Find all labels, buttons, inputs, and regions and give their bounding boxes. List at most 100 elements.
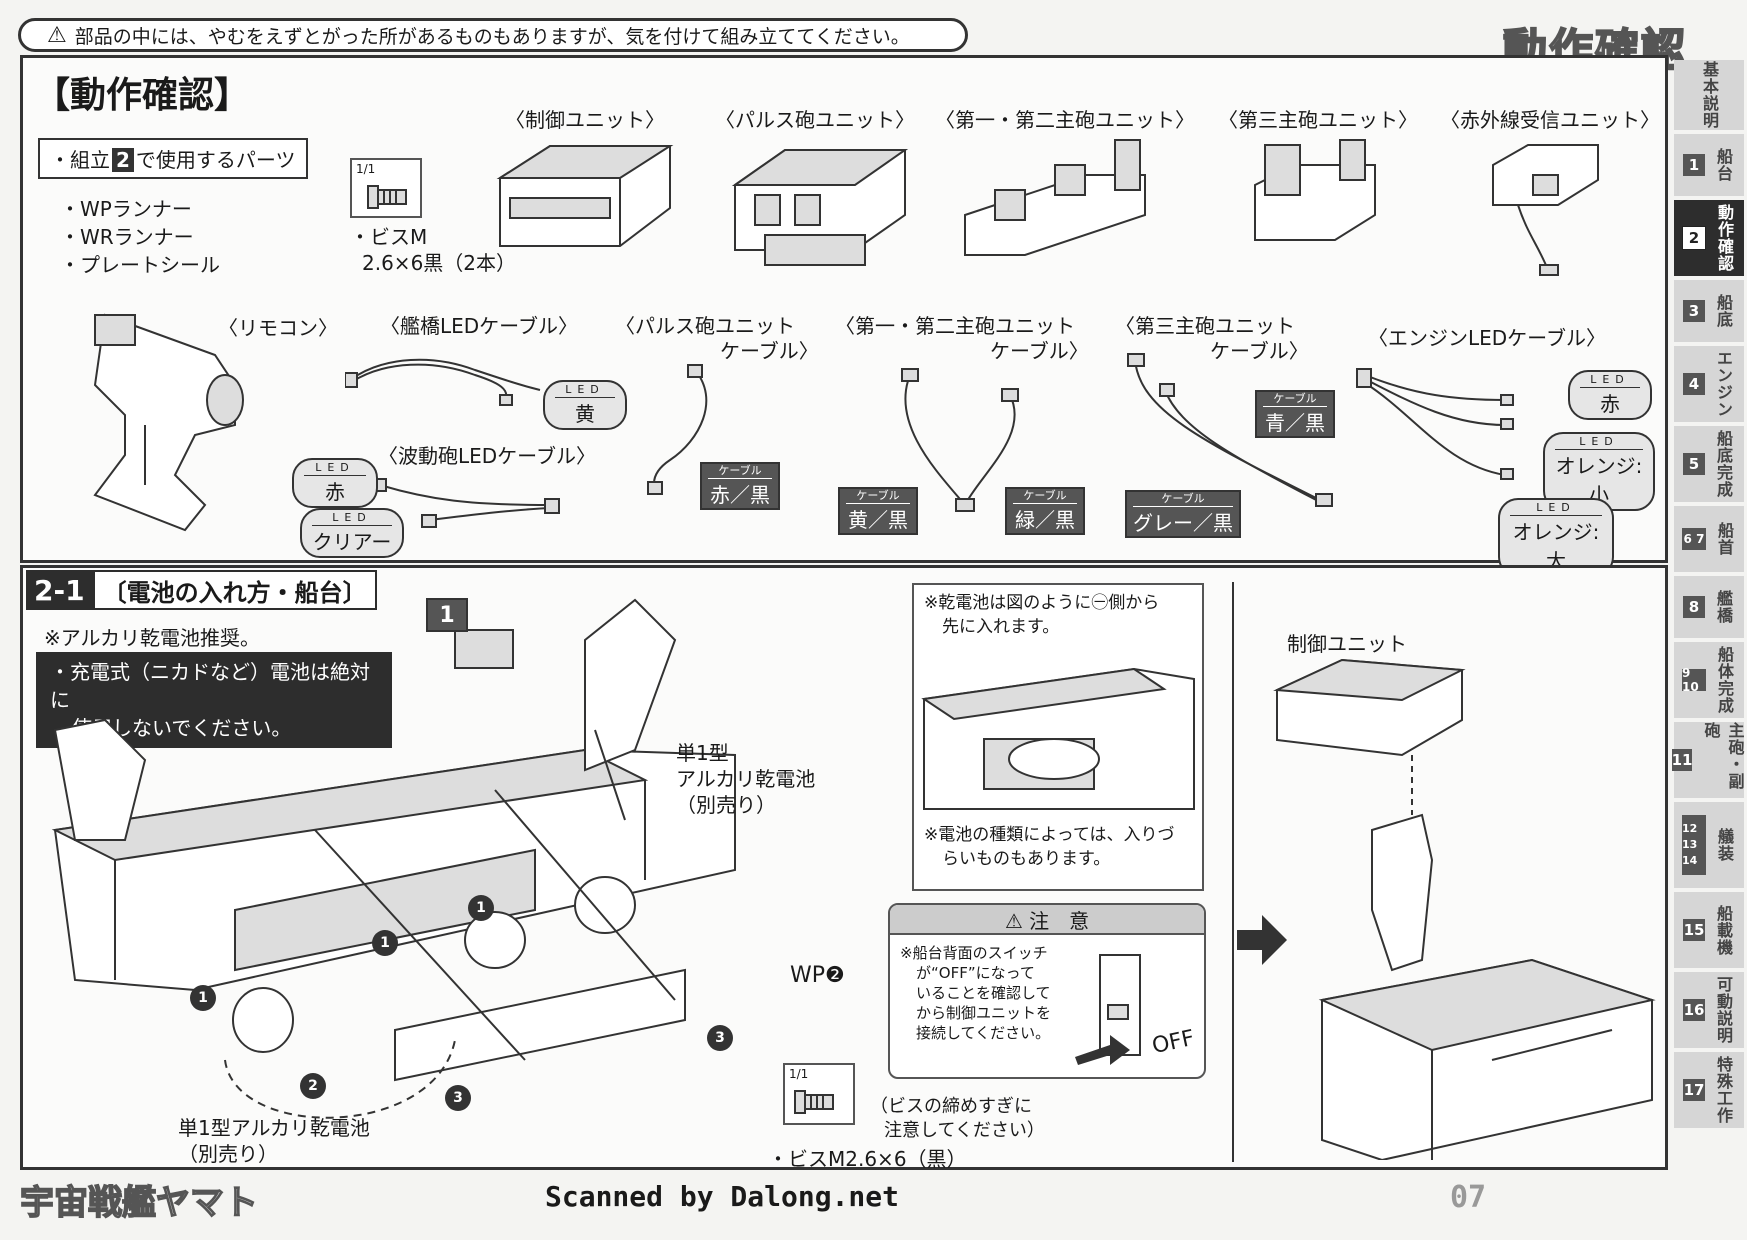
- sidebar-item-label: 可動説明: [1714, 976, 1733, 1044]
- bridge-led-cable-label: 〈艦橋LEDケーブル〉: [380, 314, 578, 338]
- yellow-black-cable-tag: ケーブル黄／黒: [838, 487, 918, 535]
- divider: [1232, 582, 1234, 1162]
- battery-label-line: （別売り）: [178, 1142, 278, 1166]
- warning-banner: ⚠ 部品の中には、やむをえずとがった所があるものもありますが、気を付けて組み立て…: [18, 18, 968, 52]
- led-sub-label: LED: [555, 383, 615, 398]
- switch-image: [1075, 954, 1141, 1065]
- warning-icon: ⚠: [1004, 909, 1023, 933]
- inset-note-top: ※乾電池は図のように㊀側から 先に入れます。: [914, 585, 1202, 639]
- inset-battery-image: [921, 667, 1195, 810]
- sidebar-item-8[interactable]: 8 艦橋: [1674, 576, 1744, 638]
- parts-box-suffix: で使用するパーツ: [135, 148, 296, 172]
- screw-tightening-note: （ビスの締めすぎに 注意してください）: [870, 1095, 1045, 1143]
- engine-led-orange-large-pill: LED オレンジ:大: [1498, 498, 1614, 577]
- step-title: 〔電池の入れ方・船台〕: [92, 570, 377, 610]
- battery-label-bottom: 単1型アルカリ乾電池 （別売り）: [178, 1115, 370, 1167]
- remote-label: 〈リモコン〉: [218, 316, 338, 340]
- sidebar-item-16[interactable]: 16 可動説明: [1674, 972, 1744, 1048]
- caution-line: ※船台背面のスイッチ: [900, 944, 1048, 962]
- pulse-cable-tag: ケーブル赤／黒: [700, 462, 780, 510]
- sidebar-item-1[interactable]: 1 船台: [1674, 134, 1744, 196]
- led-color: オレンジ:大: [1512, 520, 1600, 573]
- caution-title: 注 意: [1029, 909, 1090, 933]
- warning-icon: ⚠: [47, 22, 67, 48]
- sidebar-item-12-14[interactable]: 12 13 14 艤装: [1674, 802, 1744, 888]
- ir-receiver-unit-image: [1492, 144, 1599, 276]
- sidebar-item-3[interactable]: 3 船底: [1674, 280, 1744, 342]
- runner-list: ・WPランナー ・WRランナー ・プレートシール: [60, 195, 220, 279]
- led-color: 赤: [1600, 392, 1620, 416]
- cable-sub-label: ケーブル: [846, 489, 910, 504]
- cable-color: 青／黒: [1265, 411, 1325, 435]
- wp2-label: WP❷: [790, 963, 845, 988]
- engine-led-cable-image: [1356, 368, 1514, 480]
- ship-stand-image: [51, 598, 736, 1119]
- main-gun-3-unit-label: 〈第三主砲ユニット〉: [1218, 108, 1418, 132]
- sidebar-item-6-7[interactable]: 6 7 船首: [1674, 506, 1744, 572]
- cable-color: 黄／黒: [848, 508, 908, 532]
- sidebar-item-9-10[interactable]: 9 10 船体完成: [1674, 642, 1744, 718]
- warning-text: 部品の中には、やむをえずとがった所があるものもありますが、気を付けて組み立ててく…: [74, 25, 910, 48]
- parts-box-prefix: ・組立: [50, 148, 110, 172]
- gray-black-cable-tag: ケーブルグレー／黒: [1125, 490, 1241, 538]
- screw-label-2: ・ビスM2.6×6（黒）: [768, 1147, 967, 1171]
- cable-color: グレー／黒: [1133, 511, 1233, 535]
- step-number: 2-1: [26, 570, 93, 610]
- sidebar-item-label: 船体完成: [1715, 646, 1734, 714]
- caution-text: ※船台背面のスイッチ が“OFF”になって いることを確認して から制御ユニット…: [890, 935, 1085, 1051]
- sidebar-item-label: 艦橋: [1714, 590, 1733, 624]
- step-3-marker: 3: [707, 1025, 733, 1051]
- pulse-cable-label-2: ケーブル〉: [720, 339, 819, 363]
- sidebar-item-label: 主砲・副砲: [1701, 722, 1745, 790]
- sidebar-item-2[interactable]: 2 動作確認: [1674, 200, 1744, 276]
- remote-image: [93, 313, 244, 532]
- main-gun-3-unit-image: [1254, 139, 1376, 241]
- control-unit-mount-image: [1237, 658, 1656, 1160]
- main12-cable-label-2: ケーブル〉: [990, 339, 1089, 363]
- sidebar-item-label: 船台: [1714, 148, 1733, 182]
- sidebar-item-15[interactable]: 15 船載機: [1674, 892, 1744, 968]
- sidebar-item-label: 特殊工作: [1714, 1056, 1733, 1124]
- sidebar-item-11[interactable]: 11 主砲・副砲: [1671, 722, 1745, 798]
- sidebar-item-basic[interactable]: 基本説明: [1674, 60, 1744, 130]
- engine-led-red-pill: LED 赤: [1568, 370, 1652, 420]
- screw-label: ・ビスM 2.6×6黒（2本）: [350, 224, 516, 276]
- step-number-chip: 2: [112, 148, 134, 172]
- inset-note-line: らいものもあります。: [942, 849, 1111, 869]
- main3-cable-image: [1127, 353, 1333, 507]
- caution-header: ⚠ 注 意: [890, 905, 1204, 935]
- led-sub-label: LED: [1555, 435, 1643, 450]
- sidebar-item-number: 17: [1683, 1079, 1705, 1101]
- screw-box: 1/1: [350, 158, 422, 218]
- pulse-cable-label-1: 〈パルス砲ユニット: [615, 314, 795, 338]
- sidebar-item-5[interactable]: 5 船底完成: [1674, 426, 1744, 502]
- step-2-marker: 2: [300, 1073, 326, 1099]
- step-1-marker: 1: [468, 895, 494, 921]
- sidebar-item-label: 動作確認: [1715, 204, 1734, 272]
- engine-led-cable-label: 〈エンジンLEDケーブル〉: [1368, 326, 1606, 350]
- wave-cannon-led-cable-image: [371, 478, 560, 528]
- led-sub-label: LED: [1510, 501, 1602, 516]
- sidebar-item-number: 5: [1683, 453, 1705, 475]
- sidebar-item-label: 基本説明: [1700, 61, 1719, 129]
- inset-note-line: 先に入れます。: [942, 617, 1060, 637]
- screw-note-line: 注意してください）: [884, 1120, 1045, 1141]
- pulse-unit-image: [731, 149, 909, 266]
- battery-label-line: 単1型: [676, 741, 729, 765]
- sidebar-item-number: 16: [1683, 999, 1705, 1021]
- led-sub-label: LED: [1580, 373, 1640, 388]
- sidebar-item-17[interactable]: 17 特殊工作: [1674, 1052, 1744, 1128]
- step-1-marker: 1: [190, 985, 216, 1011]
- page-number: 07: [1450, 1180, 1487, 1215]
- runner-item: ・プレートシール: [60, 253, 220, 277]
- battery-label-line: （別売り）: [676, 793, 776, 817]
- sidebar-item-label: 艤装: [1715, 828, 1734, 862]
- battery-label: 単1型 アルカリ乾電池 （別売り）: [676, 740, 815, 818]
- cable-sub-label: ケーブル: [1013, 489, 1077, 504]
- led-sub-label: LED: [304, 461, 366, 476]
- sidebar-item-4[interactable]: 4 エンジン: [1674, 346, 1744, 422]
- alkaline-note: ※アルカリ乾電池推奨。: [44, 626, 260, 650]
- sidebar-item-number: 9 10: [1682, 666, 1706, 694]
- sidebar-item-number: 12 13 14: [1682, 815, 1706, 875]
